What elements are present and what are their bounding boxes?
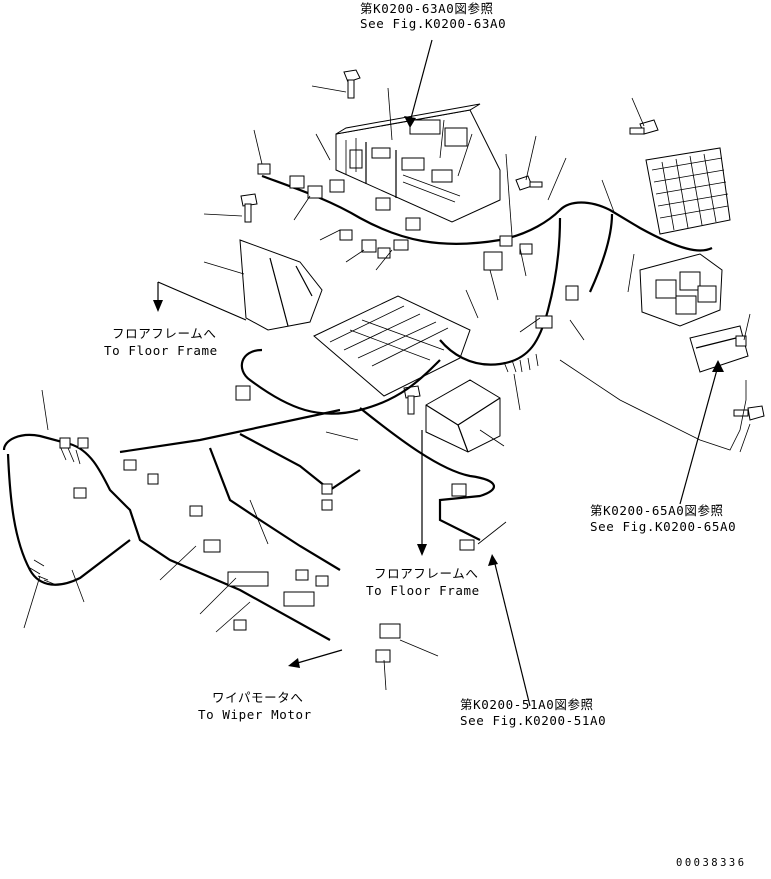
callout-floor-frame-left-en: To Floor Frame (104, 343, 218, 358)
callout-floor-frame-center-en: To Floor Frame (366, 583, 480, 598)
callout-wiper-motor-en: To Wiper Motor (198, 707, 312, 722)
bolt-middle (515, 175, 543, 191)
callout-arrows (153, 39, 724, 707)
panel-plate-assembly (313, 295, 471, 397)
relay-unit-right (689, 325, 749, 373)
fuse-block-grid (645, 147, 731, 235)
callout-wiper-motor-jp: ワイパモータへ (212, 690, 304, 705)
relay-cluster-right (639, 253, 723, 327)
callout-top-en: See Fig.K0200-63A0 (360, 16, 507, 31)
bracket-left (239, 239, 323, 331)
relay-small-center (483, 251, 503, 271)
cover-bracket-center (425, 379, 501, 453)
callout-right-relay-en: See Fig.K0200-65A0 (590, 519, 737, 534)
callout-floor-frame-left-jp: フロアフレームへ (112, 326, 217, 341)
callout-floor-frame-center-jp: フロアフレームへ (374, 566, 479, 581)
bolt-right-top (629, 119, 659, 135)
leader-lines (23, 85, 751, 691)
corrugated-tube-marks (29, 353, 539, 585)
bolt-top (343, 69, 361, 99)
drawing-number: 00038336 (676, 857, 747, 869)
main-harness (2, 174, 747, 641)
connectors (59, 163, 579, 663)
callout-bottom-right-jp: 第K0200-51A0図参照 (460, 697, 594, 712)
callout-right-relay-jp: 第K0200-65A0図参照 (590, 503, 724, 518)
fuse-box-assembly (335, 103, 501, 223)
bolt-left (240, 193, 258, 223)
bolt-right-lower (733, 405, 765, 421)
callout-top-jp: 第K0200-63A0図参照 (360, 1, 494, 16)
callout-bottom-right-en: See Fig.K0200-51A0 (460, 713, 607, 728)
